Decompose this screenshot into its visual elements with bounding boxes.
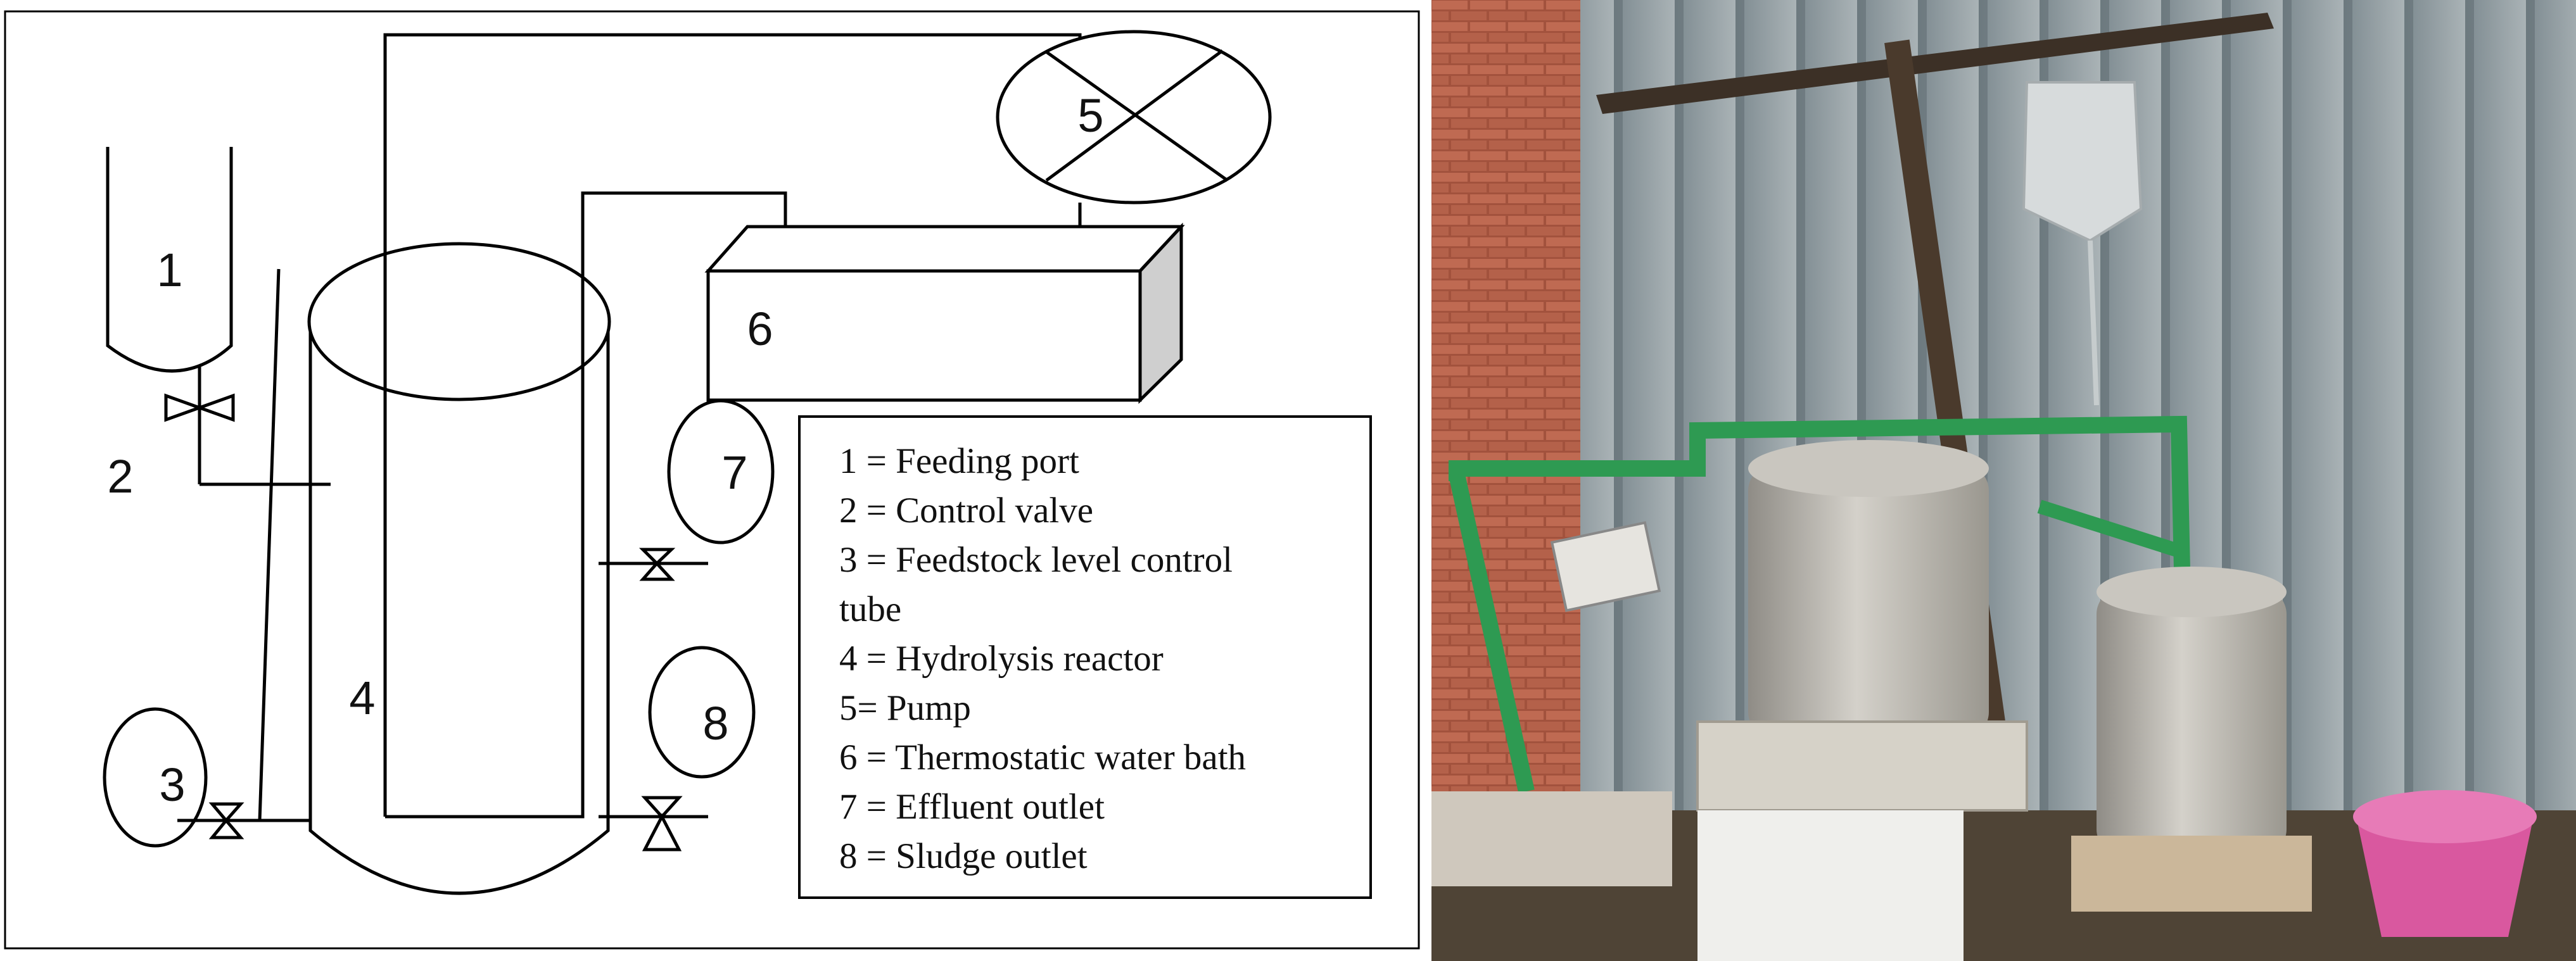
label-5: 5 [1077, 89, 1103, 142]
pink-bucket [2356, 817, 2534, 937]
water-bath-front [706, 269, 1142, 402]
pump-cross-a [1045, 50, 1229, 182]
label-1: 1 [156, 244, 182, 296]
legend-line-6: 5= Pump [839, 688, 971, 728]
feeding-port-vessel [106, 147, 233, 373]
callout-7 [667, 399, 775, 544]
water-bath-tank [2097, 589, 2287, 855]
level-control-tube [258, 268, 281, 821]
feed-bag-tube [2088, 240, 2099, 406]
water-bath-base [2071, 836, 2312, 912]
overhead-beam [1596, 13, 2274, 114]
reactor-top [307, 242, 611, 401]
pump-cross-b [1045, 49, 1224, 182]
water-bath-tank-top [2097, 567, 2287, 617]
legend-line-3: 3 = Feedstock level control [839, 540, 1233, 580]
label-7: 7 [721, 446, 747, 499]
control-box [1550, 521, 1661, 612]
legend-line-7: 6 = Thermostatic water bath [839, 738, 1246, 777]
callout-3 [103, 707, 208, 848]
callout-8 [648, 646, 756, 779]
level-tube-valve [208, 802, 244, 839]
legend-box [798, 415, 1372, 899]
label-3: 3 [159, 758, 185, 811]
water-bath-top [704, 225, 1185, 273]
green-pipe-down [1449, 473, 1535, 793]
control-valve [164, 393, 235, 422]
sludge-valve [641, 796, 683, 851]
label-6: 6 [747, 303, 773, 355]
label-2: 2 [107, 450, 133, 503]
legend-line-9: 8 = Sludge outlet [839, 836, 1088, 876]
reactor-photo [1431, 0, 2576, 961]
green-pipe-left [1449, 415, 2190, 570]
reactor-stand [1696, 720, 2028, 812]
trough [1431, 791, 1672, 886]
reactor-tank [1748, 465, 1989, 738]
legend-line-5: 4 = Hydrolysis reactor [839, 639, 1164, 679]
label-4: 4 [349, 672, 375, 724]
label-8: 8 [702, 697, 728, 750]
legend-line-2: 2 = Control valve [839, 491, 1093, 531]
reactor-tank-top [1748, 440, 1989, 497]
effluent-valve [638, 548, 676, 581]
feed-bag [2022, 81, 2143, 242]
legend-line-1: 1 = Feeding port [839, 441, 1079, 481]
hydrolysis-reactor [308, 326, 610, 895]
legend-line-8: 7 = Effluent outlet [839, 787, 1105, 827]
pink-bucket-rim [2353, 790, 2537, 843]
return-pipe [385, 191, 787, 819]
legend-line-4: tube [839, 589, 901, 629]
stand-base [1697, 810, 1964, 961]
reactor-schematic: 1 2 3 4 5 6 7 8 1 = Feeding port 2 = Con… [4, 10, 1420, 950]
green-pipe-right [2037, 499, 2181, 558]
